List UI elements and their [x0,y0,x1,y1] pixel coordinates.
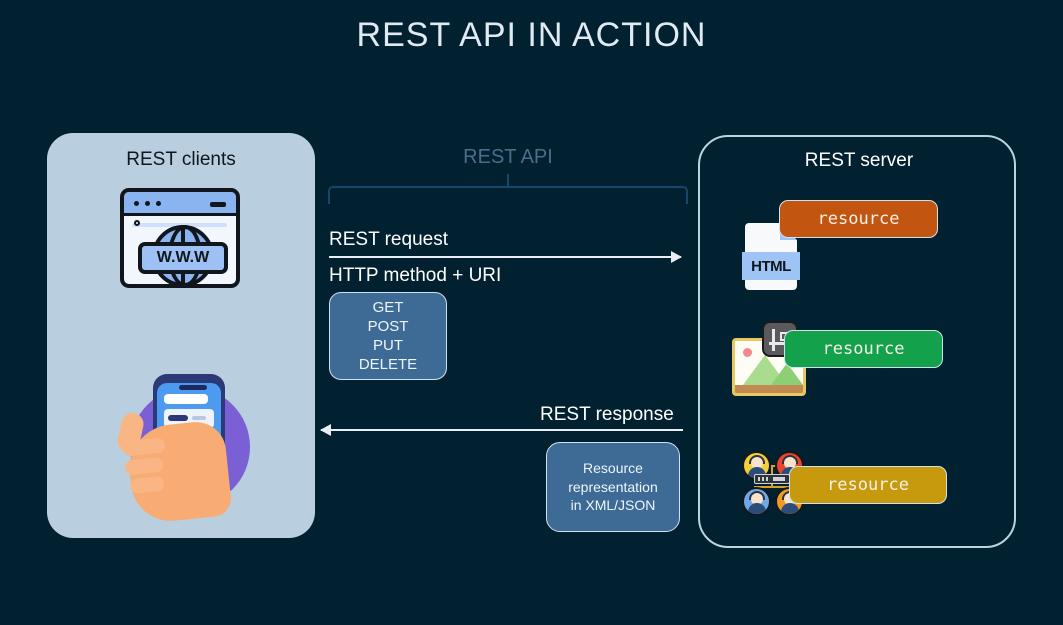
browser-window-icon: W.W.W [120,188,240,288]
browser-titlebar [124,192,236,216]
user-avatar [742,487,771,516]
http-method-put: PUT [373,337,403,354]
request-arrow [329,251,682,263]
browser-dot-icon [145,201,150,206]
rest-api-label: REST API [463,146,553,168]
www-label: W.W.W [138,242,228,274]
rest-clients-title: REST clients [126,149,236,170]
resource-bar-html: resource [779,200,938,238]
rest-response-label: REST response [540,404,674,425]
rest-request-label: REST request [329,229,448,250]
html-file-icon: HTML [742,223,800,290]
hand-holding-phone-icon [108,374,254,525]
html-file-label: HTML [742,252,800,280]
server-resource-row: resource [700,299,1018,396]
browser-dot-icon [156,201,161,206]
rest-api-brace [328,186,688,204]
resource-bar-users: resource [789,466,947,504]
http-method-delete: DELETE [358,356,418,374]
resource-rep-line1: Resource [583,459,643,476]
resource-rep-line2: representation [568,478,658,495]
brace-tick [507,174,509,188]
http-method-uri-label: HTTP method + URI [329,265,502,286]
hand-icon [115,410,233,525]
server-resource-row: resource [700,405,1018,516]
page-title: REST API IN ACTION [356,16,707,54]
phone-notch [179,385,207,390]
browser-minimize-icon [210,202,226,207]
phone-message-row [164,394,208,404]
resource-rep-line3: in XML/JSON [570,497,656,514]
rest-server-panel: REST server HTML resource resource [698,135,1016,548]
response-arrow [320,424,683,436]
resource-bar-image: resource [784,330,943,368]
http-method-post: POST [367,317,409,335]
http-methods-box: GET POST PUT DELETE [329,292,447,380]
rest-clients-panel: REST clients W.W.W [47,133,315,538]
http-method-get: GET [372,298,404,316]
browser-dot-icon [134,201,139,206]
browser-tab-icon [134,220,140,226]
resource-representation-box: Resource representation in XML/JSON [546,442,680,532]
server-resource-row: HTML resource [700,200,1018,290]
network-hub-icon [754,474,790,484]
rest-server-title: REST server [804,150,914,171]
